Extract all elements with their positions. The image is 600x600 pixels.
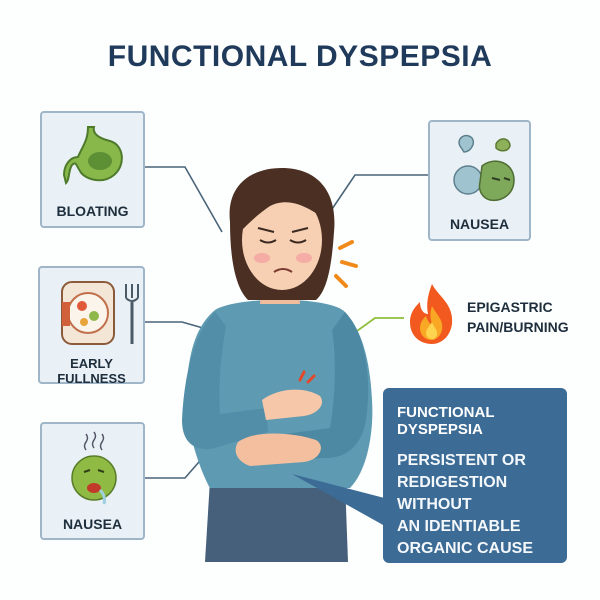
card-early-fullness: EARLY FULLNESS: [38, 266, 145, 386]
card-nausea-top: NAUSEA: [428, 120, 531, 241]
definition-callout: FUNCTIONAL DYSPEPSIA PERSISTENT OR REDIG…: [383, 388, 567, 563]
lower-hand: [235, 433, 321, 466]
epigastric-label-line2: PAIN/BURNING: [467, 319, 569, 335]
card-nausea-bottom-label: NAUSEA: [62, 516, 123, 532]
flame-icon: [410, 284, 453, 344]
pain-marks-head: [334, 240, 358, 288]
pain-marks-stomach: [298, 370, 316, 384]
callout-line: PERSISTENT OR: [397, 452, 526, 469]
callout-line: WITHOUT: [397, 496, 472, 513]
card-bloating: BLOATING: [40, 111, 145, 228]
nauseous-head-icon: [453, 134, 515, 202]
stomach-icon: [62, 126, 123, 185]
card-nausea-bottom: NAUSEA: [40, 422, 145, 540]
page-title: FUNCTIONAL DYSPEPSIA: [107, 40, 493, 73]
upper-hand: [262, 389, 323, 420]
plate-fork-icon: [61, 281, 139, 345]
epigastric-connector: [349, 317, 404, 337]
callout-line: REDIGESTION: [397, 474, 508, 491]
card-early-fullness-label: EARLY FULLNESS: [57, 356, 126, 386]
sick-face-icon: [71, 431, 117, 505]
face: [242, 190, 322, 290]
callout-title: FUNCTIONAL DYSPEPSIA: [397, 404, 495, 438]
card-bloating-label: BLOATING: [56, 203, 129, 219]
card-nausea-top-label: NAUSEA: [449, 216, 510, 232]
callout-body: PERSISTENT OR REDIGESTION WITHOUT AN IDE…: [397, 450, 557, 560]
callout-pointer: [292, 474, 392, 530]
pants: [205, 480, 348, 562]
callout-line: ORGANIC CAUSE: [397, 540, 534, 557]
epigastric-label-line1: EPIGASTRIC: [467, 299, 553, 315]
callout-line: AN IDENTIABLE: [397, 518, 521, 535]
connector-lines: [145, 166, 428, 479]
